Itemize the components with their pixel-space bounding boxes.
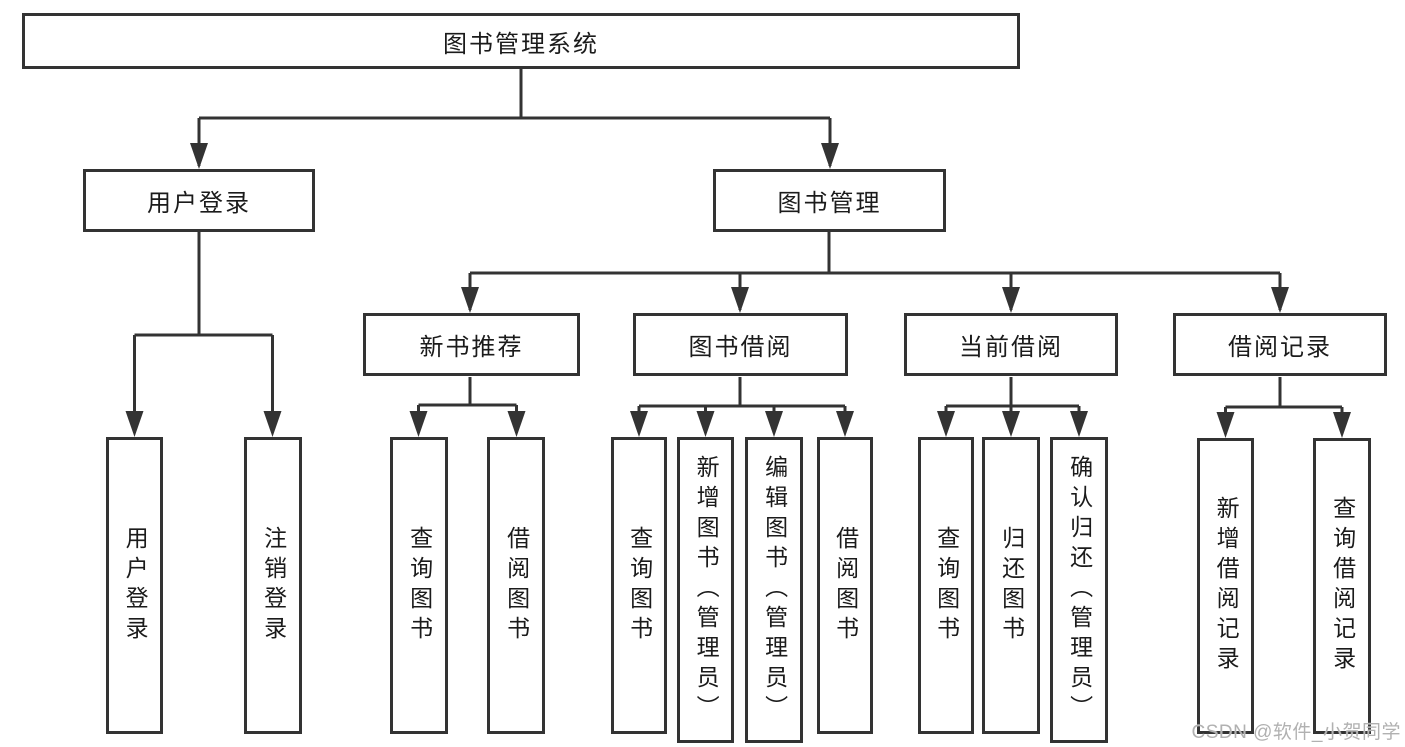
arrow-icon (696, 411, 715, 437)
arrow-icon (461, 287, 479, 313)
node-book-borrowing-label: 图书借阅 (688, 334, 793, 361)
connector-borrowing-to-leaves (637, 377, 847, 433)
arrow-icon (190, 143, 208, 169)
arrow-icon (409, 411, 428, 437)
arrow-icon (1333, 412, 1351, 438)
leaf-confirm-return-admin-label: 确认归还（管理员） (1066, 455, 1093, 725)
connector-records-to-leaves (1224, 377, 1344, 434)
connector-userlogin-to-leaves (133, 232, 274, 433)
leaf-confirm-return-admin: 确认归还（管理员） (1050, 437, 1108, 743)
arrow-icon (1216, 412, 1235, 438)
node-borrowing-records: 借阅记录 (1173, 313, 1387, 376)
leaf-logout: 注销登录 (244, 437, 302, 734)
arrow-icon (1002, 287, 1020, 313)
arrow-icon (630, 411, 648, 437)
node-book-management-label: 图书管理 (777, 190, 882, 217)
leaf-query-books-2-label: 查询图书 (626, 525, 653, 646)
leaf-user-login-label: 用户登录 (122, 525, 149, 646)
csdn-watermark: CSDN @软件_小贺同学 (1191, 722, 1401, 743)
arrow-icon (1271, 287, 1289, 313)
leaf-add-books-admin-label: 新增图书（管理员） (693, 455, 720, 725)
leaf-query-borrow-record-label: 查询借阅记录 (1329, 496, 1356, 676)
node-user-login-label: 用户登录 (147, 190, 251, 217)
arrow-icon (1002, 411, 1020, 437)
node-book-borrowing: 图书借阅 (633, 313, 848, 376)
leaf-query-books-1: 查询图书 (390, 437, 448, 734)
node-book-management: 图书管理 (713, 169, 946, 232)
leaf-user-login: 用户登录 (106, 437, 163, 734)
leaf-logout-label: 注销登录 (260, 525, 287, 646)
node-root-label: 图书管理系统 (443, 30, 599, 58)
node-root: 图书管理系统 (22, 13, 1020, 69)
leaf-add-borrow-record-label: 新增借阅记录 (1213, 496, 1240, 676)
node-current-borrowing: 当前借阅 (904, 313, 1118, 376)
leaf-edit-books-admin-label: 编辑图书（管理员） (761, 455, 788, 725)
arrow-icon (125, 411, 144, 437)
leaf-borrow-books-1: 借阅图书 (487, 437, 545, 734)
leaf-query-books-3: 查询图书 (918, 437, 974, 734)
arrow-icon (731, 287, 749, 313)
arrow-icon (937, 411, 955, 437)
node-new-book-recommend-label: 新书推荐 (419, 334, 524, 361)
arrow-icon (507, 411, 526, 437)
leaf-query-books-1-label: 查询图书 (406, 525, 433, 646)
connector-newbook-to-leaves (417, 377, 518, 433)
leaf-edit-books-admin: 编辑图书（管理员） (745, 437, 803, 743)
leaf-borrow-books-1-label: 借阅图书 (503, 525, 530, 646)
arrow-icon (765, 411, 783, 437)
arrow-icon (821, 143, 839, 169)
leaf-return-books: 归还图书 (982, 437, 1040, 734)
arrow-icon (263, 411, 282, 437)
arrow-icon (836, 411, 854, 437)
leaf-borrow-books-2: 借阅图书 (817, 437, 873, 734)
arrow-icon (1070, 411, 1088, 437)
node-new-book-recommend: 新书推荐 (363, 313, 580, 376)
connector-current-to-leaves (944, 377, 1081, 433)
node-user-login: 用户登录 (83, 169, 315, 232)
leaf-query-books-2: 查询图书 (611, 437, 667, 734)
node-current-borrowing-label: 当前借阅 (959, 334, 1063, 361)
leaf-add-books-admin: 新增图书（管理员） (677, 437, 734, 743)
leaf-add-borrow-record: 新增借阅记录 (1197, 438, 1254, 734)
connector-root-to-level2 (197, 69, 832, 166)
node-borrowing-records-label: 借阅记录 (1228, 334, 1332, 361)
leaf-query-borrow-record: 查询借阅记录 (1313, 438, 1371, 734)
connector-bookmgmt-to-level3 (468, 232, 1282, 310)
leaf-query-books-3-label: 查询图书 (933, 525, 960, 646)
leaf-return-books-label: 归还图书 (998, 525, 1025, 646)
leaf-borrow-books-2-label: 借阅图书 (832, 525, 859, 646)
